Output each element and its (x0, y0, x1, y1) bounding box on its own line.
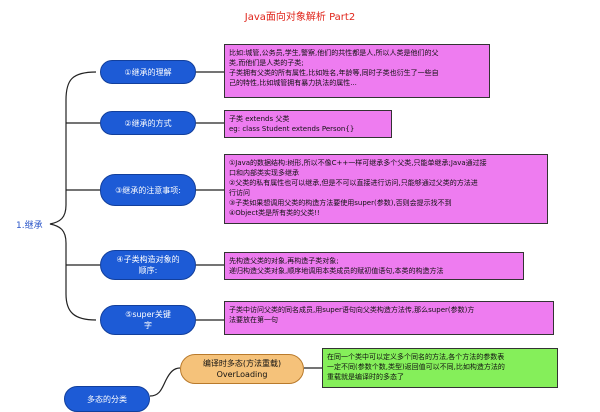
node-label: ④子类构造对象的顺序: (116, 255, 180, 275)
note-line: 比如:城管,公务员,学生,警察,他们的共性都是人,所以人类是他们的父 (229, 49, 439, 57)
note-line: 递归构造父类对象,顺序地调用本类成员的赋初值语句,本类的构造方法 (229, 267, 444, 275)
note-inheritance-method: 子类 extends 父类 eg: class Student extends … (224, 110, 392, 138)
note-line: 一定不同(参数个数,类型)返回值可以不同,比如构造方法的 (327, 363, 505, 371)
note-line: 口和内部类实现多继承 (229, 169, 299, 177)
node-inheritance-method: ②继承的方式 (100, 111, 196, 135)
note-construction-order: 先构造父类的对象,再构造子类对象; 递归构造父类对象,顺序地调用本类成员的赋初值… (224, 252, 524, 280)
note-line: 行访问 (229, 189, 250, 197)
note-line: 子类 extends 父类 (229, 115, 290, 123)
note-line: 先构造父类的对象,再构造子类对象; (229, 257, 339, 265)
node-super-keyword: ⑤super关键字 (100, 305, 196, 335)
note-line: 己的特性,比如城管拥有暴力执法的属性... (229, 79, 357, 87)
node-label: ⑤super关键字 (125, 310, 171, 330)
note-line: 子类中访问父类的同名成员,用super语句向父类构造方法传,那么super(参数… (229, 306, 475, 314)
note-line: 子类拥有父类的所有属性,比如姓名,年龄等,同时子类也衍生了一些自 (229, 69, 439, 77)
note-line: ①Java的数据结构:树形,所以不像C++一样可继承多个父类,只能单继承;Jav… (229, 159, 487, 167)
note-inheritance-notes: ①Java的数据结构:树形,所以不像C++一样可继承多个父类,只能单继承;Jav… (224, 154, 548, 224)
oval-compile-time-polymorphism: 编译时多态(方法重载) OverLoading (180, 354, 304, 384)
node-label: ②继承的方式 (124, 118, 172, 128)
page-title: Java面向对象解析 Part2 (244, 12, 356, 23)
node-inheritance-notes: ③继承的注意事项: (100, 174, 196, 206)
node-polymorphism-types: 多态的分类 (64, 386, 150, 412)
oval-title: 编译时多态(方法重载) (202, 359, 282, 368)
node-inheritance-understanding: ①继承的理解 (100, 60, 196, 84)
node-construction-order: ④子类构造对象的顺序: (100, 250, 196, 280)
note-overloading: 在同一个类中可以定义多个同名的方法,各个方法的参数表 一定不同(参数个数,类型)… (322, 348, 558, 388)
note-super-keyword: 子类中访问父类的同名成员,用super语句向父类构造方法传,那么super(参数… (224, 301, 554, 335)
node-label: ①继承的理解 (124, 67, 172, 77)
note-line: eg: class Student extends Person{} (229, 125, 355, 133)
note-line: ②父类的私有属性也可以继承,但是不可以直接进行访问,只能够通过父类的方法进 (229, 179, 478, 187)
note-line: 重载就是编译时的多态了 (327, 373, 404, 381)
node-label: 多态的分类 (87, 394, 127, 404)
oval-subtitle: OverLoading (216, 370, 268, 379)
root-label: 1.继承 (16, 221, 43, 231)
note-line: ③子类如果想调用父类的构造方法要使用super(参数),否则会提示找不到 (229, 199, 452, 207)
note-line: 类,而他们是人类的子类; (229, 59, 304, 67)
note-inheritance-understanding: 比如:城管,公务员,学生,警察,他们的共性都是人,所以人类是他们的父 类,而他们… (224, 44, 490, 98)
note-line: ④Object类是所有类的父类!! (229, 209, 320, 217)
note-line: 法要放在第一句 (229, 316, 278, 324)
node-label: ③继承的注意事项: (115, 185, 181, 195)
note-line: 在同一个类中可以定义多个同名的方法,各个方法的参数表 (327, 353, 505, 361)
connector-lines (49, 71, 322, 397)
